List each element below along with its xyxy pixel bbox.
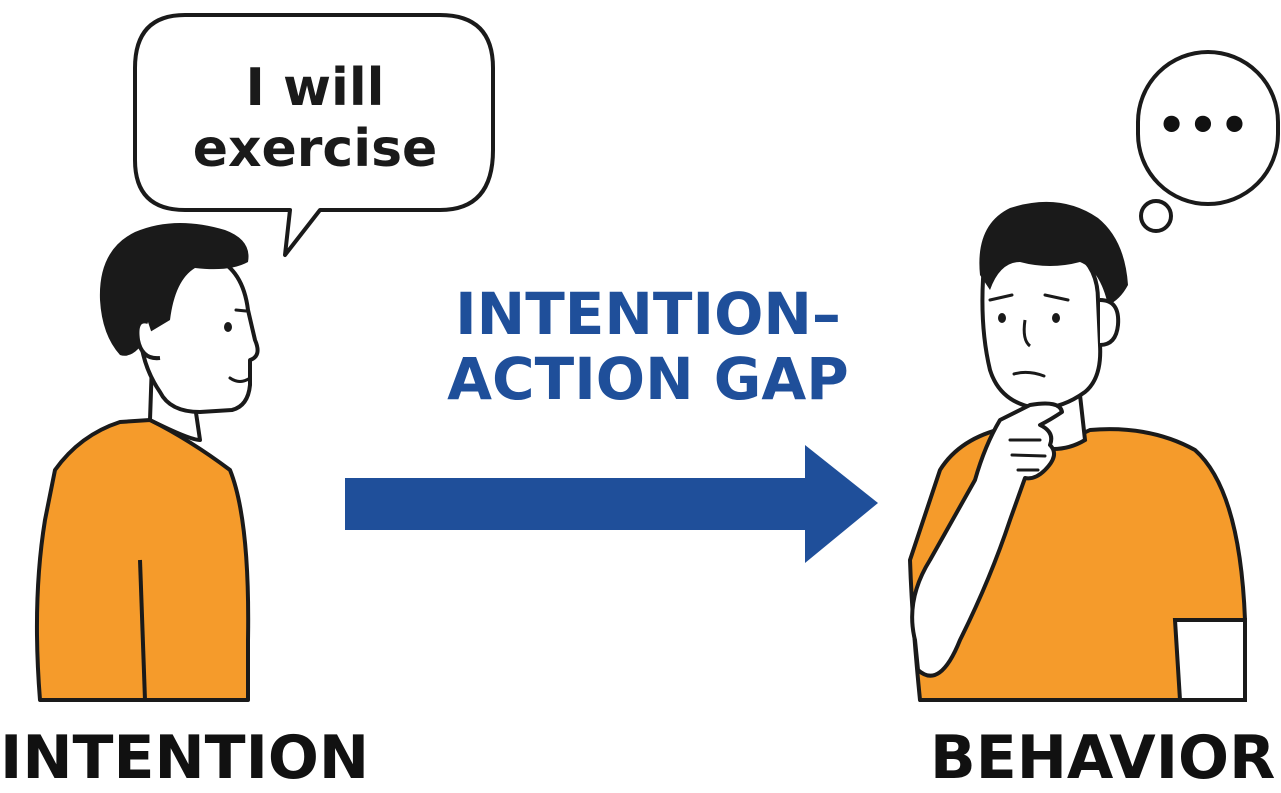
right-arrow-icon <box>345 445 878 563</box>
speech-bubble-text: I will exercise <box>140 58 490 181</box>
speech-line-1: I will <box>245 58 385 118</box>
gap-title-line-2: ACTION GAP <box>447 344 849 413</box>
gap-title: INTENTION– ACTION GAP <box>418 282 878 412</box>
speech-line-2: exercise <box>192 119 438 180</box>
gap-title-line-1: INTENTION– <box>455 280 841 348</box>
thought-bubble <box>1136 50 1280 233</box>
intention-label: INTENTION <box>0 723 370 793</box>
behavior-label: BEHAVIOR <box>930 723 1276 793</box>
person-thinking-icon <box>908 201 1247 702</box>
person-speaking-icon <box>34 222 260 702</box>
thought-ellipsis: ••• <box>1156 98 1252 152</box>
speech-bubble <box>133 13 495 257</box>
